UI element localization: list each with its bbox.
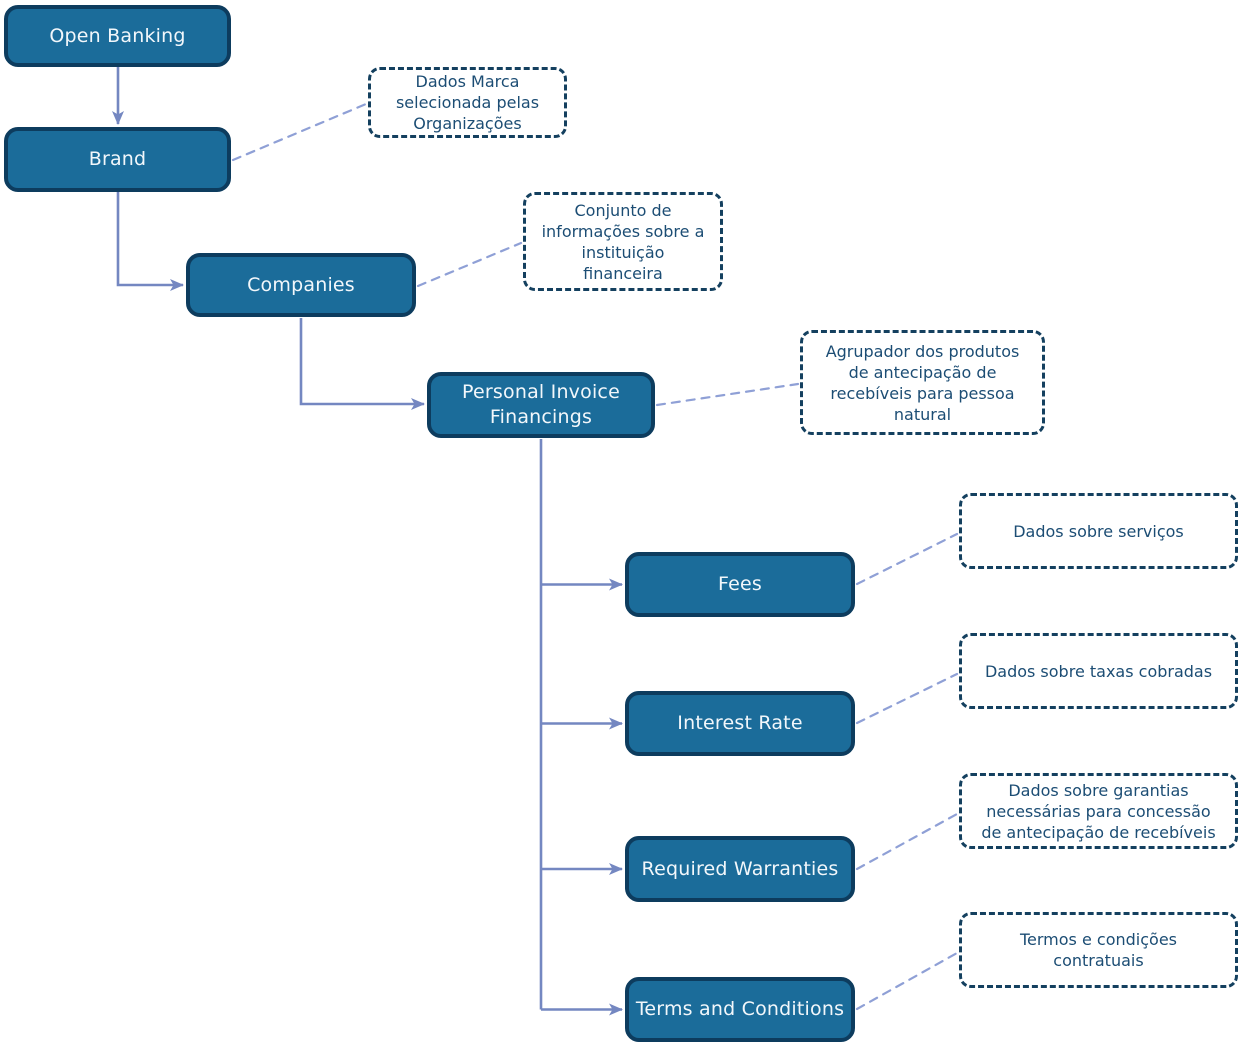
link-terms-and-conditions-annotation (855, 951, 959, 1011)
node-terms-and-conditions: Terms and Conditions (625, 977, 855, 1042)
annotation-brand: Dados Marca selecionada pelas Organizaçõ… (368, 67, 567, 138)
link-brand-annotation (231, 102, 368, 162)
node-companies: Companies (186, 253, 416, 317)
link-required-warranties-annotation (855, 812, 959, 871)
node-personal-invoice-financings: Personal Invoice Financings (427, 372, 655, 438)
node-brand: Brand (4, 127, 231, 192)
annotation-terms-and-conditions: Termos e condições contratuais (959, 912, 1238, 988)
link-companies-annotation (416, 241, 523, 288)
node-open-banking: Open Banking (4, 5, 231, 67)
annotation-fees: Dados sobre serviços (959, 493, 1238, 569)
node-fees: Fees (625, 552, 855, 617)
link-interest-rate-annotation (855, 672, 959, 725)
annotation-companies: Conjunto de informações sobre a institui… (523, 192, 723, 291)
link-personal-invoice-financings-annotation (655, 382, 800, 407)
annotation-interest-rate: Dados sobre taxas cobradas (959, 633, 1238, 709)
connector-brand-to-companies (116, 192, 184, 291)
annotation-required-warranties: Dados sobre garantias necessárias para c… (959, 773, 1238, 849)
link-fees-annotation (855, 532, 959, 586)
node-required-warranties: Required Warranties (625, 836, 855, 902)
connector-companies-to-personal-invoice-financings (299, 318, 425, 410)
node-interest-rate: Interest Rate (625, 691, 855, 756)
annotation-personal-invoice-financings: Agrupador dos produtos de antecipação de… (800, 330, 1045, 435)
